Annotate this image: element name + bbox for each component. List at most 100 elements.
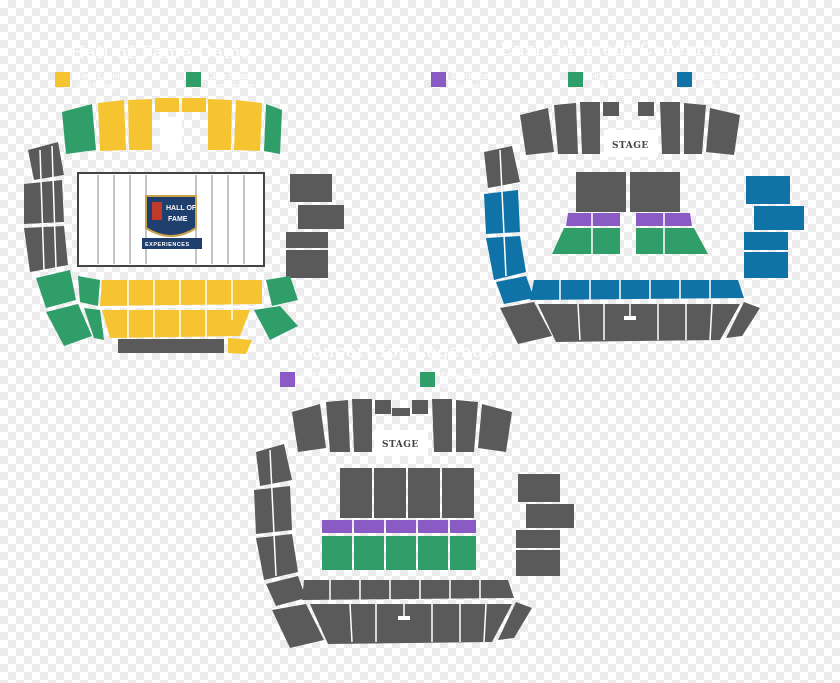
game-bottom-stands — [36, 270, 298, 354]
seat-section[interactable] — [98, 100, 126, 151]
seat-section[interactable] — [272, 604, 324, 648]
floor-section[interactable] — [636, 228, 708, 254]
legend-swatch-purple — [280, 372, 295, 387]
seat-section[interactable] — [496, 276, 534, 304]
seat-section[interactable] — [24, 226, 68, 272]
game-legend: Field Level Gold Package Club Seats Silv… — [55, 71, 254, 90]
seat-section[interactable] — [526, 504, 574, 528]
seat-section[interactable] — [530, 280, 744, 300]
seat-section[interactable] — [580, 102, 600, 154]
concert-floor — [322, 468, 476, 570]
seat-section[interactable] — [518, 474, 560, 502]
floor-section[interactable] — [340, 468, 372, 518]
floor-section[interactable] — [552, 228, 620, 254]
seat-section[interactable] — [118, 339, 224, 353]
seat-section[interactable] — [500, 302, 552, 344]
floor-section[interactable] — [566, 213, 620, 226]
seat-section[interactable] — [292, 404, 326, 452]
seat-section[interactable] — [352, 399, 372, 452]
seat-section[interactable] — [478, 404, 512, 452]
seat-section[interactable] — [484, 146, 520, 188]
floor-section[interactable] — [630, 172, 680, 212]
floor-section[interactable] — [386, 520, 416, 533]
seat-section[interactable] — [36, 270, 76, 308]
seat-section[interactable] — [264, 104, 282, 154]
seat-section[interactable] — [744, 252, 788, 278]
seat-section[interactable] — [326, 400, 350, 452]
seat-section[interactable] — [256, 444, 292, 486]
concert-stage-label: STAGE — [382, 440, 419, 450]
concert-bottom-stands — [266, 576, 532, 648]
seat-section[interactable] — [228, 338, 252, 354]
seat-section[interactable] — [256, 534, 298, 580]
enshrinement-right-stands — [744, 176, 804, 278]
seat-section[interactable] — [155, 98, 179, 112]
legend-swatch-green — [186, 72, 201, 87]
seat-section[interactable] — [744, 232, 788, 250]
seat-section[interactable] — [234, 100, 262, 151]
seat-section[interactable] — [128, 99, 152, 150]
seat-section[interactable] — [46, 304, 92, 346]
seat-section[interactable] — [375, 400, 391, 414]
floor-section[interactable] — [386, 536, 416, 570]
seat-section[interactable] — [520, 108, 554, 155]
enshrinement-legend: Front Row Platinum Floor Seats Gold Side… — [431, 71, 756, 90]
seat-section[interactable] — [302, 580, 514, 600]
seat-section[interactable] — [102, 310, 250, 338]
seat-section[interactable] — [726, 302, 760, 338]
seat-section[interactable] — [310, 604, 512, 644]
floor-section[interactable] — [450, 520, 476, 533]
floor-section[interactable] — [354, 520, 384, 533]
seat-section[interactable] — [208, 99, 232, 150]
floor-section[interactable] — [408, 468, 440, 518]
seat-section[interactable] — [290, 174, 332, 202]
seat-section[interactable] — [392, 408, 410, 416]
seat-section[interactable] — [684, 103, 706, 154]
seat-section[interactable] — [286, 232, 328, 248]
seat-section[interactable] — [706, 108, 740, 155]
seat-section[interactable] — [28, 142, 64, 180]
seat-section[interactable] — [412, 400, 428, 414]
enshrinement-legend-label-1: Front Row — [452, 71, 494, 81]
concert-legend-label-1: VIP Front Row — [301, 371, 360, 381]
seat-section[interactable] — [554, 103, 578, 154]
floor-section[interactable] — [576, 172, 626, 212]
seat-section[interactable] — [78, 276, 100, 306]
seat-section[interactable] — [498, 602, 532, 640]
seat-section[interactable] — [516, 530, 560, 548]
floor-section[interactable] — [322, 536, 352, 570]
seat-section[interactable] — [603, 102, 619, 116]
seat-section[interactable] — [638, 102, 654, 116]
floor-section[interactable] — [442, 468, 474, 518]
seat-section[interactable] — [182, 98, 206, 112]
seat-section[interactable] — [286, 250, 328, 278]
seat-section[interactable] — [266, 576, 306, 606]
floor-section[interactable] — [418, 536, 448, 570]
enshrinement-legend-sub-2: Gold — [589, 83, 604, 90]
game-legend-sub-2: Silver Package — [207, 83, 254, 90]
seat-section[interactable] — [254, 306, 298, 340]
floor-section[interactable] — [374, 468, 406, 518]
seat-section[interactable] — [24, 180, 64, 224]
seat-section[interactable] — [62, 104, 96, 154]
seat-section[interactable] — [486, 236, 526, 280]
floor-section[interactable] — [418, 520, 448, 533]
seat-section[interactable] — [84, 308, 104, 340]
floor-section[interactable] — [322, 520, 352, 533]
seat-section[interactable] — [484, 190, 520, 234]
seat-section[interactable] — [456, 400, 478, 452]
seat-section[interactable] — [266, 276, 298, 306]
legend-swatch-green — [420, 372, 435, 387]
seat-section[interactable] — [516, 550, 560, 576]
seat-section[interactable] — [538, 304, 740, 342]
seat-section[interactable] — [746, 176, 790, 204]
floor-section[interactable] — [450, 536, 476, 570]
enshrinement-title: Enshrinement Ceremony — [500, 40, 736, 60]
seat-section[interactable] — [432, 399, 452, 452]
seat-section[interactable] — [660, 102, 680, 154]
seat-section[interactable] — [754, 206, 804, 230]
seat-section[interactable] — [298, 205, 344, 229]
logo-line-3: EXPERIENCES — [145, 242, 190, 248]
floor-section[interactable] — [354, 536, 384, 570]
seat-section[interactable] — [100, 280, 262, 306]
